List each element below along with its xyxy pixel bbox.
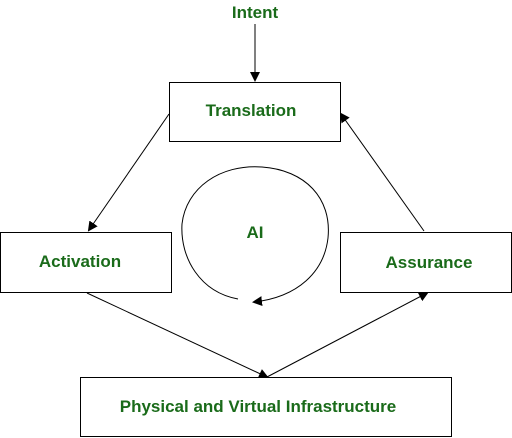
arrow-activation-to-infrastructure (86, 292, 269, 379)
assurance-box (340, 232, 512, 293)
ai-label: AI (246, 223, 264, 242)
arrow-assurance-to-translation (339, 112, 425, 232)
assurance-label: Assurance (385, 253, 473, 272)
activation-box (0, 232, 172, 293)
arrow-translation-to-activation (87, 113, 170, 232)
translation-box (169, 82, 341, 142)
infrastructure-box (80, 377, 452, 437)
intent-label: Intent (231, 3, 279, 22)
ai-cycle-arrow (181, 166, 329, 307)
infrastructure-label: Physical and Virtual Infrastructure (119, 397, 397, 416)
arrow-infrastructure-to-assurance (266, 292, 429, 378)
activation-label: Activation (38, 252, 122, 271)
translation-label: Translation (205, 101, 297, 120)
